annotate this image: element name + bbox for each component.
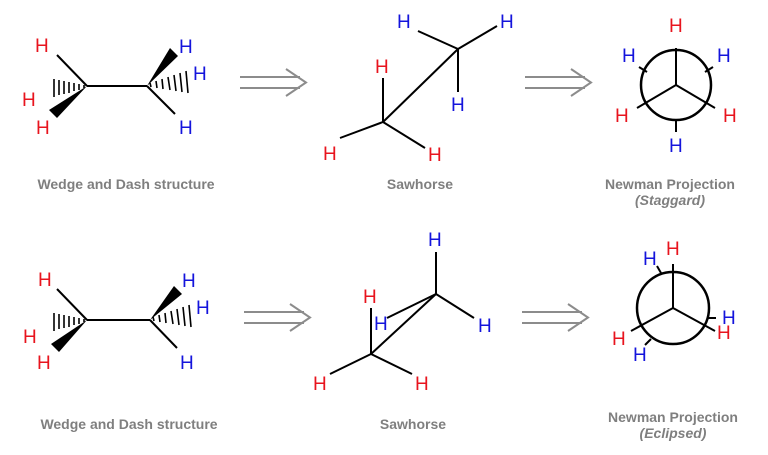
h-atom: H	[180, 353, 194, 374]
newman-back-carbon	[635, 270, 711, 346]
h-atom: H	[36, 118, 50, 139]
caption-newman-eclipsed: Newman Projection (Eclipsed)	[583, 409, 763, 441]
h-atom: H	[179, 118, 193, 139]
h-atom: H	[669, 16, 683, 37]
row-staggered: H H H H H H H H H H H H	[22, 12, 737, 166]
h-atom: H	[428, 145, 442, 166]
caption-text: Wedge and Dash structure	[40, 416, 218, 432]
caption-newman-staggered: Newman Projection (Staggard)	[580, 176, 760, 208]
h-atom: H	[722, 308, 736, 329]
caption-title: Newman Projection	[608, 409, 738, 425]
wedge-bond	[147, 48, 178, 86]
h-atom: H	[38, 270, 52, 291]
sawhorse-structure-staggered: H H H H H H	[323, 12, 514, 166]
h-atom: H	[375, 57, 389, 78]
caption-wedge-dash-staggered: Wedge and Dash structure	[10, 176, 242, 192]
h-atom: H	[717, 323, 731, 344]
h-atom: H	[182, 271, 196, 292]
double-arrow	[240, 68, 308, 97]
h-atom: H	[23, 327, 37, 348]
h-atom: H	[633, 345, 647, 366]
h-atom: H	[451, 95, 465, 116]
ch-bond	[56, 288, 88, 321]
h-atom: H	[323, 144, 337, 165]
double-arrow	[525, 68, 593, 97]
h-atom: H	[478, 316, 492, 337]
newman-back-carbon	[639, 48, 713, 122]
double-arrow	[244, 303, 312, 332]
ch-bond	[149, 319, 178, 349]
wedge-bond	[49, 86, 87, 118]
h-atom: H	[397, 12, 411, 33]
hashed-bond	[53, 313, 85, 331]
h-atom: H	[669, 136, 683, 157]
newman-projection-eclipsed: H H H H H H	[612, 239, 736, 366]
h-atom: H	[35, 36, 49, 57]
caption-subtitle: (Eclipsed)	[639, 425, 707, 441]
hashed-bond	[149, 70, 189, 94]
caption-title: Newman Projection	[605, 176, 735, 192]
wedge-dash-structure-staggered: H H H H H H	[22, 36, 207, 139]
caption-wedge-dash-eclipsed: Wedge and Dash structure	[13, 416, 245, 432]
caption-text: Wedge and Dash structure	[37, 176, 215, 192]
h-atom: H	[643, 249, 657, 270]
h-atom: H	[37, 353, 51, 374]
caption-text: Sawhorse	[386, 176, 454, 192]
h-atom: H	[622, 46, 636, 67]
h-atom: H	[179, 37, 193, 58]
h-atom: H	[666, 239, 680, 260]
wedge-bond	[51, 320, 87, 352]
h-atom: H	[374, 314, 388, 335]
caption-text: Sawhorse	[379, 416, 447, 432]
wedge-bond	[150, 286, 182, 320]
sawhorse-structure-eclipsed: H H H H H H	[313, 230, 492, 395]
wedge-dash-structure-eclipsed: H H H H H H	[23, 270, 210, 374]
h-atom: H	[500, 12, 514, 33]
h-atom: H	[415, 374, 429, 395]
ch-bond	[146, 85, 176, 115]
hashed-bond	[53, 79, 85, 97]
h-atom: H	[22, 90, 36, 111]
h-atom: H	[615, 106, 629, 127]
h-atom: H	[717, 46, 731, 67]
caption-sawhorse-eclipsed: Sawhorse	[353, 416, 473, 432]
row-eclipsed: H H H H H H H H H H H H	[23, 230, 736, 395]
double-arrow	[522, 303, 590, 332]
h-atom: H	[313, 374, 327, 395]
h-atom: H	[428, 230, 442, 251]
h-atom: H	[193, 64, 207, 85]
h-atom: H	[612, 329, 626, 350]
h-atom: H	[196, 298, 210, 319]
caption-subtitle: (Staggard)	[635, 192, 705, 208]
caption-sawhorse-staggered: Sawhorse	[360, 176, 480, 192]
hashed-bond	[152, 304, 192, 328]
h-atom: H	[723, 106, 737, 127]
ch-bond	[56, 54, 88, 87]
h-atom: H	[363, 287, 377, 308]
newman-projection-staggered: H H H H H H	[615, 16, 737, 157]
